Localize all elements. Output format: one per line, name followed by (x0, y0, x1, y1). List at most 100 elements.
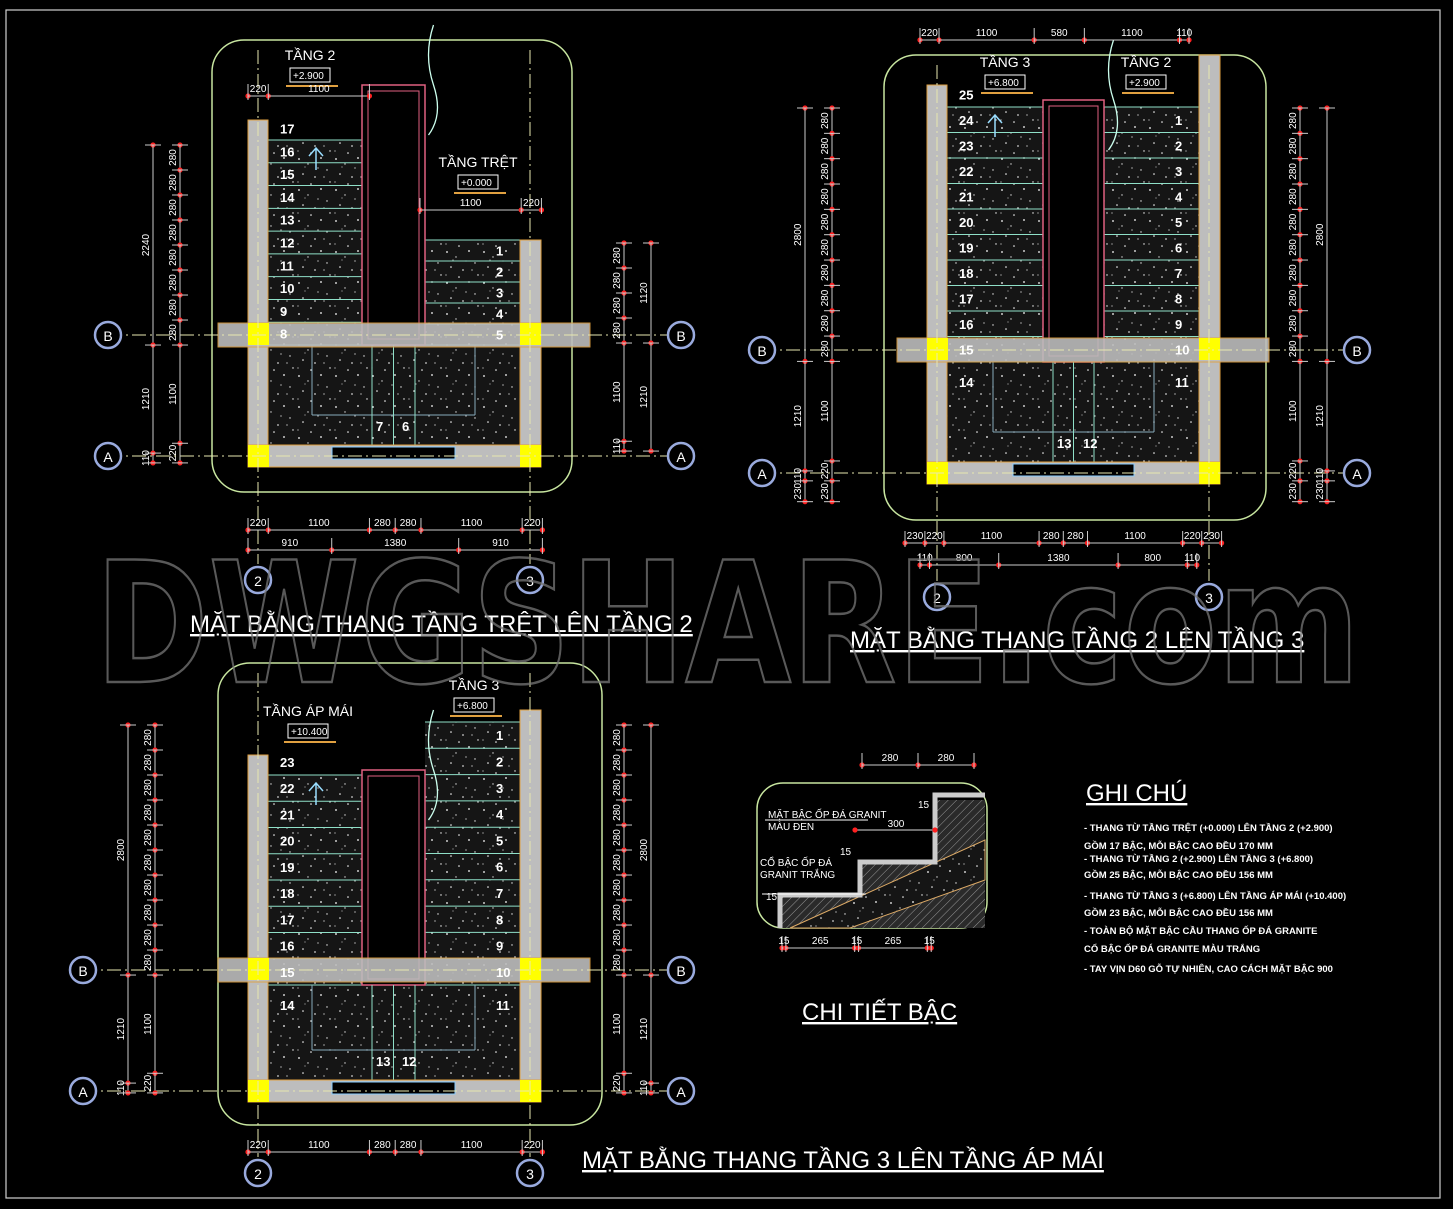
plan-title: MẶT BẰNG THANG TẦNG TRỆT LÊN TẦNG 2 (190, 610, 693, 638)
step-number: 14 (959, 375, 974, 390)
dim-text: 280 (168, 149, 179, 166)
step-number: 11 (496, 998, 510, 1013)
riser-label: CỔ BẬC ỐP ĐÁ (760, 855, 832, 869)
level-value: +6.800 (988, 78, 1019, 89)
dim-text: 280 (612, 322, 623, 339)
dim-text: 220 (168, 444, 179, 461)
note-line: GỒM 23 BẬC, MỖI BẬC CAO ĐỀU 156 MM (1084, 907, 1273, 919)
step-number: 8 (280, 327, 287, 342)
step-number: 17 (959, 291, 973, 306)
dim-text: 910 (282, 538, 299, 549)
level-value: +10.400 (291, 727, 328, 738)
step-number: 15 (280, 167, 294, 182)
dim-text: 280 (820, 188, 831, 205)
dim-text: 280 (612, 804, 623, 821)
step-number: 13 (280, 213, 294, 228)
break-line (427, 24, 439, 136)
grid-label: A (757, 466, 767, 482)
grid-label: B (676, 328, 685, 344)
step-number: 3 (496, 781, 503, 796)
note-line: GỒM 25 BẬC, MỖI BẬC CAO ĐỀU 156 MM (1084, 869, 1273, 881)
step-number: 10 (496, 965, 510, 980)
dim-text: 1210 (793, 405, 804, 428)
grid-label: A (78, 1084, 88, 1100)
step-number: 4 (496, 307, 504, 322)
dim-text: 280 (820, 340, 831, 357)
stair-well (361, 84, 426, 346)
dim-text: 230 (1288, 482, 1299, 499)
step-number: 21 (959, 189, 973, 204)
step-number: 16 (959, 317, 973, 332)
grid-bubble (515, 1158, 545, 1188)
note-line: - THANG TỪ TẦNG 2 (+2.900) LÊN TẦNG 3 (+… (1084, 853, 1313, 865)
dim-text: 280 (1288, 112, 1299, 129)
dim-text: 230 (793, 482, 804, 499)
dim-text: 280 (374, 518, 391, 529)
grid-bubble (93, 441, 123, 471)
stair-well (1042, 99, 1105, 363)
grid-bubble (747, 335, 777, 365)
dim-text: 220 (1184, 531, 1201, 542)
step-number: 5 (496, 833, 503, 848)
level-tag (287, 723, 329, 739)
dim-text: 280 (820, 213, 831, 230)
step-number: 6 (496, 860, 503, 875)
dim-text: 280 (143, 954, 154, 971)
step-number: 11 (1175, 375, 1189, 390)
dim-text: 280 (168, 324, 179, 341)
dim-text: 1380 (384, 538, 407, 549)
dim-text: 220 (926, 531, 943, 542)
grid-bubble (1342, 458, 1372, 488)
note-line: - THANG TỪ TẦNG 3 (+6.800) LÊN TẦNG ÁP M… (1084, 890, 1346, 902)
dim-text: 280 (612, 879, 623, 896)
thickness-dim: 15 (840, 847, 852, 858)
step-number: 8 (1175, 291, 1182, 306)
tread-dim: 300 (888, 819, 905, 830)
step-number: 18 (959, 266, 973, 281)
dim-text: 230 (907, 531, 924, 542)
break-line (1107, 39, 1119, 151)
dim-text: 1100 (612, 381, 623, 403)
dim-text: 280 (1288, 163, 1299, 180)
dim-text: 280 (612, 729, 623, 746)
dim-text: 280 (820, 112, 831, 129)
dim-text: 280 (1288, 340, 1299, 357)
step-number: 9 (1175, 317, 1182, 332)
step-number: 19 (959, 240, 973, 255)
step-number: 1 (496, 728, 503, 743)
dim-text: 280 (612, 854, 623, 871)
grid-label: 2 (254, 573, 262, 589)
dim-text: 280 (612, 247, 623, 264)
step-number: 12 (402, 1054, 416, 1069)
dim-text: 220 (612, 1074, 623, 1091)
dim-text: 280 (374, 1140, 391, 1151)
level-value: +2.900 (1129, 78, 1160, 89)
thickness-dim: 15 (766, 892, 778, 903)
dim-text: 230 (820, 482, 831, 499)
notes-title: GHI CHÚ (1086, 780, 1187, 807)
dim-text: 220 (523, 198, 540, 209)
dim-text: 1210 (639, 385, 650, 408)
dim-text: 2240 (141, 233, 152, 256)
step-number: 15 (959, 342, 973, 357)
grid-label: B (676, 963, 685, 979)
dim-text: 1100 (308, 84, 330, 95)
step-number: 2 (496, 754, 503, 769)
floor-name: TẦNG 3 (980, 54, 1031, 70)
plan-frame (211, 39, 573, 493)
step-number: 23 (280, 755, 294, 770)
dim-text: 280 (820, 137, 831, 154)
dim-text: 220 (1288, 462, 1299, 479)
grid-bubble (1194, 582, 1224, 612)
dim-text: 2800 (116, 838, 127, 861)
dim-text: 280 (612, 929, 623, 946)
plan-frame (217, 662, 603, 1126)
dim-text: 1100 (1121, 28, 1143, 39)
floor-name: TẦNG TRỆT (438, 154, 518, 170)
grid-bubble (68, 1076, 98, 1106)
dim-text: 800 (1144, 553, 1161, 564)
step-number: 16 (280, 144, 294, 159)
level-tag (984, 74, 1026, 90)
dim-text: 1100 (976, 28, 998, 39)
